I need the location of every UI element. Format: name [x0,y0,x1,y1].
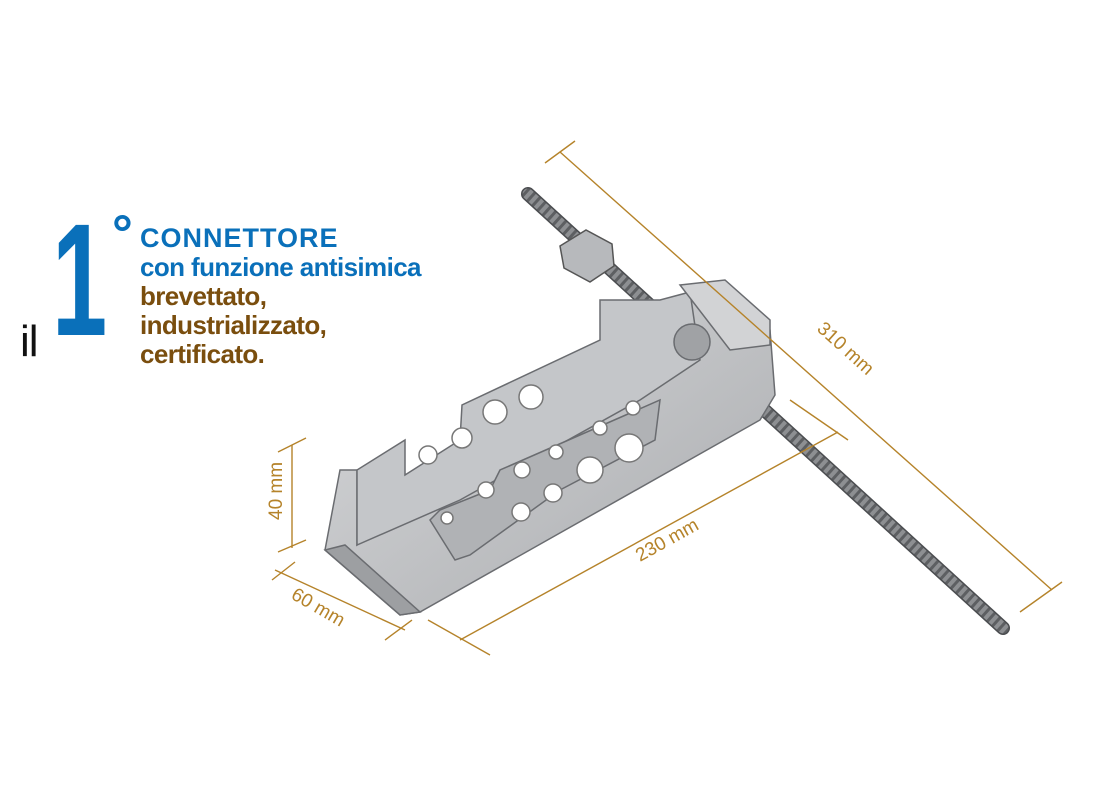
headline-line-1: CONNETTORE [140,223,339,253]
bracket [323,279,776,616]
headline-degree: ° [112,205,133,263]
headline-text: CONNETTORE con funzione antisimica breve… [140,223,422,369]
dimension-lines [271,140,1063,656]
dimension-label-230: 230 mm [632,515,702,567]
dimension-label-40: 40 mm [266,462,287,520]
headline-line-2: con funzione antisimica [140,252,422,282]
headline-prefix: il [20,317,39,366]
headline-line-5: certificato. [140,339,265,369]
headline-line-3: brevettato, [140,281,267,311]
headline-number: 1 [52,190,108,369]
headline-line-4: industrializzato, [140,310,327,340]
nut [559,229,615,283]
dimension-label-310: 310 mm [813,318,878,380]
dimension-label-60: 60 mm [288,584,349,631]
